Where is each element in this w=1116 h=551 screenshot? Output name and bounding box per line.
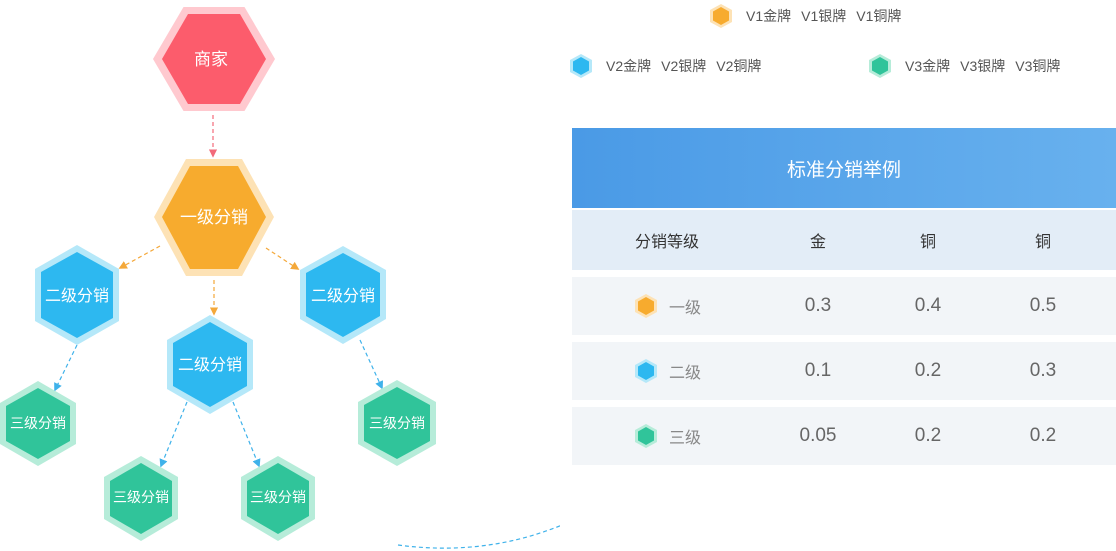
level3-1-label: 三级分销 [10, 415, 66, 431]
table-row: 三级 0.05 0.2 0.2 [572, 407, 1116, 465]
row-value-bronze-2: 0.5 [1029, 295, 1057, 316]
legend-v3-bronze: V3铜牌 [1015, 58, 1061, 74]
row-level-label: 二级 [668, 365, 701, 382]
level3-node-1: 三级分销 [0, 381, 76, 466]
legend-v3: V3金牌 V3银牌 V3铜牌 [867, 53, 1070, 79]
level2-node-left: 二级分销 [35, 245, 119, 345]
level3-3-label: 三级分销 [250, 489, 306, 505]
legend-v2-silver: V2银牌 [661, 58, 707, 74]
legend-v2-bronze: V2铜牌 [716, 58, 762, 74]
level1-hexagon-icon [634, 294, 657, 318]
distribution-diagram: 商家 一级分销 二级分销 二级分销 二级分销 三级分销 三级分销 三级分销 [0, 7, 560, 549]
arrow-level2-center-to-level3-left [159, 401, 188, 468]
legend-v1-gold: V1金牌 [746, 8, 792, 24]
column-header-level: 分销等级 [634, 234, 699, 251]
distribution-table: 标准分销举例 分销等级 金 铜 铜 一级 0.3 0.4 0.5 二级 0.1 … [572, 128, 1116, 465]
arrow-level1-to-level2-left [118, 245, 161, 269]
level3-hexagon-icon [634, 424, 657, 448]
level3-node-2: 三级分销 [104, 456, 178, 541]
row-value-bronze-1: 0.2 [914, 360, 942, 381]
legend-v1-bronze: V1铜牌 [856, 8, 902, 24]
level2-node-right: 二级分销 [300, 246, 386, 344]
legend-v1-silver: V1银牌 [801, 8, 847, 24]
level3-4-label: 三级分销 [369, 415, 425, 431]
column-header-gold: 金 [809, 234, 826, 251]
level2-center-label: 二级分销 [178, 356, 242, 374]
level2-hexagon-icon [634, 359, 657, 383]
level2-right-label: 二级分销 [311, 287, 375, 305]
arrow-level2-center-to-level3-right [232, 401, 261, 468]
level2-node-center: 二级分销 [167, 315, 253, 414]
connectors [54, 115, 560, 549]
legend-v1: V1金牌 V1银牌 V1铜牌 [708, 3, 911, 29]
level3-node-3: 三级分销 [241, 456, 315, 541]
merchant-label: 商家 [194, 50, 228, 69]
arrow-level2-left-to-level3 [54, 344, 78, 392]
level2-left-label: 二级分销 [45, 287, 109, 305]
table-row: 二级 0.1 0.2 0.3 [572, 342, 1116, 400]
legend-v2: V2金牌 V2银牌 V2铜牌 [568, 53, 771, 79]
legend-v3-silver: V3银牌 [960, 58, 1006, 74]
row-value-gold: 0.1 [804, 360, 832, 381]
row-value-gold: 0.05 [799, 425, 837, 446]
legend-v3-gold: V3金牌 [905, 58, 951, 74]
arrow-level2-right-to-level3 [359, 339, 384, 390]
level1-node: 一级分销 [154, 159, 274, 276]
column-header-bronze-1: 铜 [919, 234, 936, 251]
level1-label: 一级分销 [180, 208, 248, 227]
v1-hexagon-icon [710, 4, 732, 28]
table-column-headers: 分销等级 金 铜 铜 [572, 210, 1116, 270]
row-level-label: 一级 [668, 300, 701, 317]
row-value-gold: 0.3 [804, 295, 832, 316]
row-value-bronze-2: 0.2 [1029, 425, 1057, 446]
merchant-node: 商家 [153, 7, 275, 111]
v3-hexagon-icon [869, 54, 891, 78]
legend-v2-gold: V2金牌 [606, 58, 652, 74]
row-value-bronze-1: 0.2 [914, 425, 942, 446]
arrow-level1-to-level2-right [265, 247, 300, 270]
row-level-label: 三级 [668, 430, 701, 447]
level3-2-label: 三级分销 [113, 489, 169, 505]
arrow-curve-to-table [397, 525, 560, 549]
level3-node-4: 三级分销 [358, 380, 436, 466]
v2-hexagon-icon [570, 54, 592, 78]
row-value-bronze-2: 0.3 [1029, 360, 1057, 381]
row-value-bronze-1: 0.4 [914, 295, 942, 316]
column-header-bronze-2: 铜 [1034, 234, 1051, 251]
table-title: 标准分销举例 [572, 128, 1116, 208]
table-row: 一级 0.3 0.4 0.5 [572, 277, 1116, 335]
